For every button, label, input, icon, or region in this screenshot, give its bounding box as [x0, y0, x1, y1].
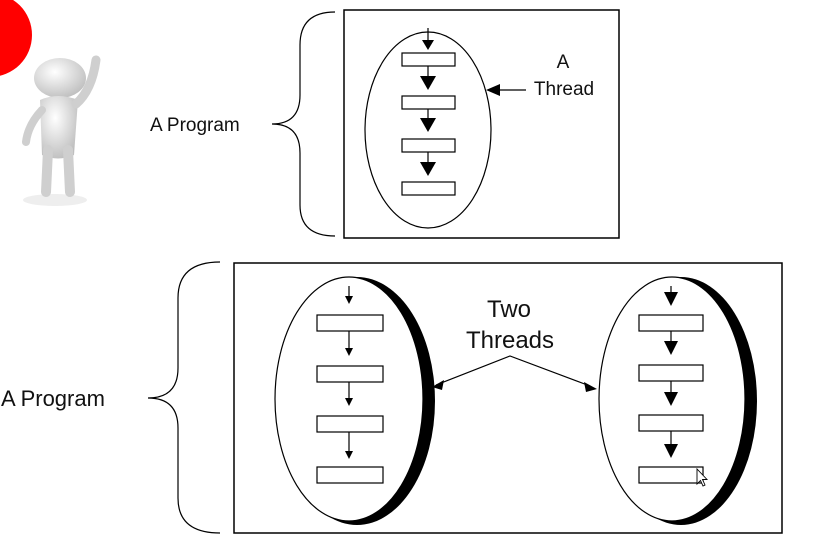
thread-pointer-arrowhead	[486, 84, 500, 96]
step-box	[638, 364, 704, 382]
thread-label-line2: Thread	[534, 79, 594, 100]
step-box	[401, 95, 456, 110]
threads-pointer-arrowhead-left	[432, 380, 444, 390]
threads-label-line2: Threads	[466, 327, 554, 354]
threads-pointer	[435, 355, 591, 387]
multi-thread-program: A Program	[1, 261, 783, 534]
step-box	[638, 466, 704, 484]
red-accent-circle	[0, 0, 32, 76]
threads-label-line1: Two	[487, 296, 531, 323]
thread-ellipse-right	[598, 276, 757, 525]
step-box	[401, 52, 456, 67]
step-box	[316, 365, 384, 383]
step-box	[638, 414, 704, 432]
step-box	[401, 138, 456, 153]
thread-ellipse	[364, 28, 492, 229]
step-box	[316, 466, 384, 484]
program-label: A Program	[1, 386, 105, 411]
thread-ellipse-left	[274, 276, 435, 525]
single-thread-program: A Program A Thread	[150, 9, 620, 239]
step-box	[638, 314, 704, 332]
step-box	[316, 415, 384, 433]
program-brace	[271, 11, 336, 237]
thread-label-line1: A	[557, 52, 570, 73]
threads-pointer-arrowhead-right	[584, 382, 597, 392]
3d-person-figure-icon	[22, 55, 101, 206]
program-label: A Program	[150, 115, 240, 136]
mouse-cursor-icon	[696, 467, 709, 487]
step-box	[401, 181, 456, 196]
program-brace	[147, 261, 221, 534]
step-box	[316, 314, 384, 332]
